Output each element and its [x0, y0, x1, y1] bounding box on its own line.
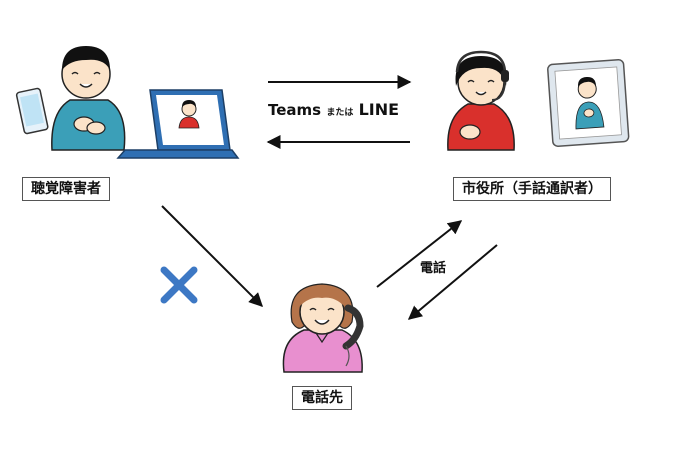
arrow-deaf-to-callee	[161, 205, 263, 307]
phone-label: 電話	[420, 261, 447, 276]
channel-app1: Teams	[268, 101, 322, 119]
tablet-icon	[547, 59, 630, 147]
city-hall-label: 市役所（手話通訳者）	[453, 177, 611, 201]
arrow-callee-to-interpreter	[376, 220, 463, 288]
deaf-person-label: 聴覚障害者	[22, 177, 110, 201]
cross-icon	[160, 266, 198, 304]
smartphone-icon	[15, 87, 49, 135]
interpreter-illustration	[447, 50, 515, 151]
deaf-person-illustration	[15, 46, 126, 151]
callee-illustration	[282, 283, 364, 373]
callee-label: 電話先	[292, 386, 352, 410]
arrow-interpreter-to-callee	[407, 244, 498, 320]
laptop-icon	[116, 89, 240, 159]
channel-label: Teams または LINE	[268, 100, 399, 119]
channel-joiner: または	[326, 108, 354, 118]
channel-app2: LINE	[358, 100, 400, 119]
